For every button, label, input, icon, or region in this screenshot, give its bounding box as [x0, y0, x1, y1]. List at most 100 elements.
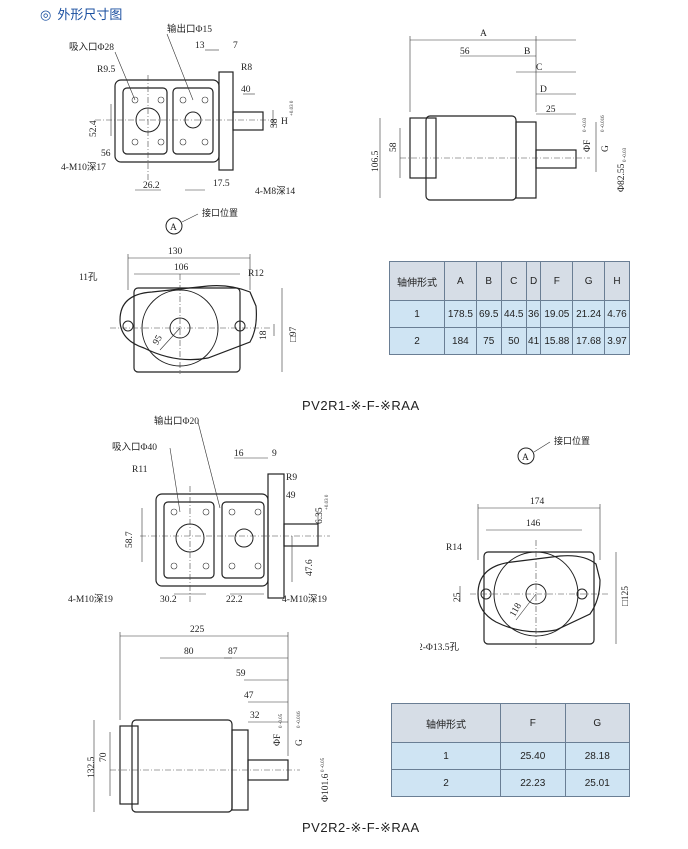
section-title: 外形尺寸图	[57, 8, 123, 23]
pv2r1-b-label: B	[524, 47, 530, 57]
table-cell: 19.05	[540, 300, 574, 328]
pv2r2-port-note: 接口位置	[554, 435, 590, 447]
pv2r1-holes-label: 2-Φ11孔	[80, 272, 98, 283]
table-header-cell: 轴伸形式	[389, 261, 445, 301]
pv2r1-d106-label: 106	[174, 263, 189, 273]
table-header-cell: H	[603, 261, 631, 301]
table-cell: 178.5	[444, 300, 477, 328]
pv2r1-r8-label: R8	[241, 63, 252, 73]
pv2r1-model-label: PV2R1-※-F-※RAA	[302, 398, 420, 413]
pv2r1-a-label: A	[480, 29, 487, 39]
pv2r1-r12-label: R12	[248, 269, 264, 279]
pv2r1-d130-label: 130	[168, 247, 183, 257]
pv2r2-d9-label: 9	[272, 449, 277, 459]
table-row: 1 178.5 69.5 44.5 36 19.05 21.24 4.76	[389, 300, 631, 328]
pv2r2-d635-label: 6.35	[315, 507, 325, 524]
table-cell: 28.18	[564, 742, 630, 770]
pv2r1-d18-label: 18	[259, 330, 269, 340]
pv2r1-m8-label: 4-M8深14	[255, 186, 295, 197]
pv2r1-d95-label: 95	[151, 334, 165, 347]
table-row: 2 184 75 50 41 15.88 17.68 3.97	[389, 327, 631, 355]
pv2r2-d476-label: 47.6	[305, 559, 315, 576]
table-header-cell: G	[572, 261, 605, 301]
pv2r2-d49-label: 49	[286, 491, 296, 501]
pv2r2-flange-view: 174 146 R14 25 118 □125 2-Φ13.5孔	[420, 497, 631, 653]
pv2r2-d70-label: 70	[99, 752, 109, 762]
table-cell: 44.5	[500, 300, 527, 328]
pv2r2-g-label: G	[295, 739, 305, 746]
pv2r1-outlet-label: 输出口Φ15	[167, 23, 212, 35]
pv2r2-m10a-label: 4-M10深19	[68, 594, 113, 605]
pv2r2-side-view: 输出口Φ20 吸入口Φ40 R11 16 9 R9 49 58.7 6.35 +…	[68, 415, 330, 605]
pv2r2-d1325-label: 132.5	[87, 756, 97, 778]
pv2r1-d8255-label: Φ82.55	[617, 163, 627, 192]
pv2r1-port-note: 接口位置	[202, 207, 238, 219]
pv2r1-inlet-label: 吸入口Φ28	[69, 42, 114, 53]
pv2r1-h-label: H	[281, 117, 288, 127]
table-row: 2 22.23 25.01	[391, 769, 630, 797]
pv2r1-d524-label: 52.4	[89, 120, 99, 137]
pv2r2-d225-label: 225	[190, 625, 205, 635]
pv2r2-r14-label: R14	[446, 543, 462, 553]
pv2r2-d25-label: 25	[453, 592, 463, 602]
pv2r2-d174-label: 174	[530, 497, 545, 507]
pv2r2-front-view: 225 80 87 59 47 32 132.5 70 ΦF 0 -0.05 G…	[87, 625, 331, 813]
pv2r1-d58-label: 58	[389, 142, 399, 152]
table-cell: 21.24	[572, 300, 605, 328]
table-cell: 3.97	[603, 327, 631, 355]
pv2r1-d175-label: 17.5	[213, 179, 230, 189]
pv2r2-d80-label: 80	[184, 647, 194, 657]
table-header-cell: 轴伸形式	[391, 703, 501, 743]
pv2r1-d13-label: 13	[195, 41, 205, 51]
section-header: ◎ 外形尺寸图	[40, 4, 122, 23]
pv2r2-port-marker: A 接口位置	[517, 435, 590, 465]
pv2r2-d302-label: 30.2	[160, 595, 177, 605]
pv2r2-r9-label: R9	[286, 473, 297, 483]
pv2r1-port-marker-letter: A	[170, 223, 177, 233]
pv2r1-htol-label: +0.03 0	[290, 100, 295, 116]
pv2r1-d40-label: 40	[241, 85, 251, 95]
pv2r2-d16-label: 16	[234, 449, 244, 459]
table-cell: 17.68	[572, 327, 605, 355]
pv2r2-d59-label: 59	[236, 669, 246, 679]
table-header-cell: B	[475, 261, 502, 301]
pv2r1-f-label: ΦF	[583, 140, 593, 152]
table-cell: 2	[389, 327, 445, 355]
pv2r1-d262-label: 26.2	[143, 181, 160, 191]
pv2r1-d56-label: 56	[101, 149, 111, 159]
pv2r2-d146-label: 146	[526, 519, 541, 529]
table-header-row: 轴伸形式 A B C D F G H	[389, 261, 631, 301]
pv2r2-d222-label: 22.2	[226, 595, 243, 605]
table-header-cell: C	[500, 261, 527, 301]
table-header-cell: F	[540, 261, 574, 301]
pv2r2-model-label: PV2R2-※-F-※RAA	[302, 820, 420, 835]
pv2r2-d32-label: 32	[250, 711, 260, 721]
pv2r1-d56f-label: 56	[460, 47, 470, 57]
pv2r2-shaft-table: 轴伸形式 F G 1 25.40 28.18 2 22.23 25.01	[391, 703, 630, 797]
pv2r2-r11-label: R11	[132, 465, 148, 475]
pv2r2-port-marker-letter: A	[522, 453, 529, 463]
pv2r1-d8255tol-label: 0 -0.03	[623, 147, 628, 162]
table-cell: 2	[391, 769, 501, 797]
table-header-row: 轴伸形式 F G	[391, 703, 630, 743]
table-cell: 41	[525, 327, 542, 355]
table-header-cell: D	[525, 261, 542, 301]
bullet-circle-icon: ◎	[40, 8, 52, 23]
table-header-cell: G	[564, 703, 630, 743]
pv2r2-outlet-label: 输出口Φ20	[154, 415, 199, 427]
pv2r2-holes-label: 2-Φ13.5孔	[420, 642, 459, 653]
pv2r1-side-view: 输出口Φ15 吸入口Φ28 R9.5 13 7 R8 40 52.4 56 4-…	[61, 23, 295, 197]
table-cell: 184	[444, 327, 477, 355]
pv2r2-d118-label: 118	[508, 601, 524, 618]
table-cell: 15.88	[540, 327, 574, 355]
pv2r1-r95-label: R9.5	[97, 65, 115, 75]
pv2r2-d635tol-label: +0.03 0	[325, 494, 330, 510]
pv2r1-g-label: G	[601, 145, 611, 152]
pv2r2-m10b-label: 4-M10深19	[282, 594, 327, 605]
pv2r1-port-marker: A 接口位置	[165, 207, 238, 235]
pv2r2-d125-label: □125	[621, 586, 631, 606]
table-header-cell: F	[500, 703, 566, 743]
table-cell: 25.40	[500, 742, 566, 770]
table-cell: 75	[475, 327, 502, 355]
